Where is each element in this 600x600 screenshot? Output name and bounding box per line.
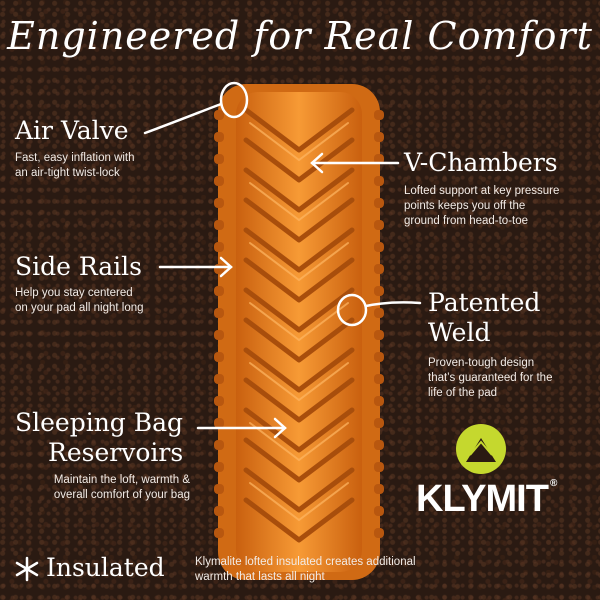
asterisk-icon [15, 556, 39, 582]
patented-weld-title-2: Weld [428, 318, 491, 347]
patented-weld-desc-3: life of the pad [428, 387, 498, 399]
side-rails-desc-1: Help you stay centered [15, 287, 133, 299]
sleeping-bag-desc-1: Maintain the loft, warmth & [53, 474, 190, 486]
brand-wordmark: KLYMIT® [416, 478, 557, 521]
patented-weld-desc-1: Proven-tough design [428, 357, 535, 369]
sleeping-bag-title-2: Reservoirs [48, 438, 184, 467]
brand-name: KLYMIT [416, 478, 549, 520]
air-valve-desc-2: an air-tight twist-lock [15, 167, 120, 179]
air-valve-title: Air Valve [15, 116, 129, 145]
weld-circle [336, 293, 368, 327]
siderails-arrowhead [219, 256, 233, 278]
air-valve-desc-1: Fast, easy inflation with [15, 152, 135, 164]
vchambers-arrowhead [310, 152, 324, 174]
side-rails-title: Side Rails [15, 252, 142, 281]
v-chambers-desc-3: ground from head-to-toe [404, 215, 529, 227]
v-chambers-desc-1: Lofted support at key pressure [404, 185, 560, 197]
insulated-title: Insulated [46, 553, 165, 582]
patented-weld-title-1: Patented [428, 288, 541, 317]
weld-pointer [364, 301, 422, 308]
callout-marks [143, 81, 422, 439]
air-valve-pointer [143, 102, 223, 135]
v-chambers-desc-2: points keeps you off the [404, 200, 526, 212]
sleeping-bag-desc-2: overall comfort of your bag [53, 489, 190, 501]
sleepingbag-arrowhead [273, 417, 287, 439]
side-rails-desc-2: on your pad all night long [15, 302, 144, 314]
v-chambers-title: V-Chambers [404, 148, 558, 177]
brand-registered-mark: ® [549, 478, 557, 489]
insulated-desc-2: warmth that lasts all night [195, 571, 325, 583]
v-chamber-welds [243, 107, 355, 543]
page-title: Engineered for Real Comfort [7, 14, 593, 58]
sleeping-bag-title-1: Sleeping Bag [15, 408, 184, 437]
patented-weld-desc-2: that’s guaranteed for the [428, 372, 553, 384]
insulated-desc-1: Klymalite lofted insulated creates addit… [195, 556, 416, 568]
air-valve-circle [219, 81, 249, 119]
klymit-logo-mark [456, 424, 506, 474]
v-chamber-highlights [249, 122, 349, 522]
